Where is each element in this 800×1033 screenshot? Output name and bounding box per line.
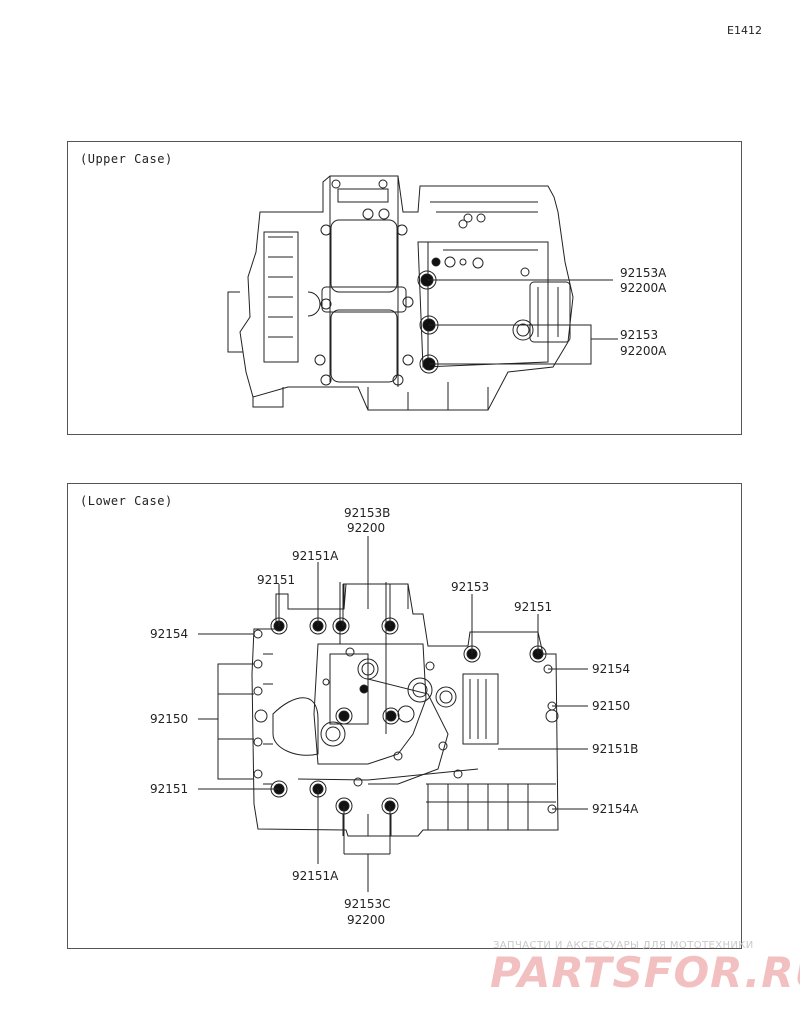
callout-upper-92153: 92153	[620, 328, 658, 342]
callout-lower-92151a-bottom: 92151A	[292, 869, 339, 883]
lower-case-drawing: 92153B 92200 92151A 92151 92154 92150 92…	[150, 506, 639, 927]
lower-bolt-holes	[253, 629, 559, 814]
callout-lower-92154-left: 92154	[150, 627, 188, 641]
callout-lower-92153c: 92153C	[344, 897, 391, 911]
lower-case-panel: (Lower Case)	[67, 483, 742, 949]
callout-lower-92151-left: 92151	[150, 782, 188, 796]
callout-lower-92151b: 92151B	[592, 742, 638, 756]
upper-case-title: (Upper Case)	[80, 152, 173, 166]
callout-lower-92150-left: 92150	[150, 712, 188, 726]
upper-case-panel: (Upper Case)	[67, 141, 742, 435]
callout-lower-92154-right: 92154	[592, 662, 630, 676]
callout-lower-92200-top: 92200	[347, 521, 385, 535]
callout-lower-92153-right: 92153	[451, 580, 489, 594]
callout-lower-92151a-top: 92151A	[292, 549, 339, 563]
callout-lower-92151-right: 92151	[514, 600, 552, 614]
upper-case-drawing: 92153A 92200A 92153 92200A	[227, 175, 667, 411]
lower-crankcase-outline	[217, 582, 559, 837]
lower-leader-lines	[198, 536, 588, 892]
lower-marked-bolts	[270, 617, 547, 815]
callout-lower-92151-top: 92151	[257, 573, 295, 587]
watermark-tagline: ЗАПЧАСТИ И АКСЕССУАРЫ ДЛЯ МОТОТЕХНИКИ	[493, 940, 754, 951]
callout-lower-92153b: 92153B	[344, 506, 390, 520]
upper-leader-lines	[427, 279, 618, 365]
callout-lower-92200-bottom: 92200	[347, 913, 385, 927]
lower-case-title: (Lower Case)	[80, 494, 173, 508]
callout-lower-92154a: 92154A	[592, 802, 639, 816]
page-code: E1412	[727, 24, 762, 37]
callout-lower-92150-right: 92150	[592, 699, 630, 713]
upper-bolt-holes	[314, 179, 534, 386]
watermark-logo: PARTSFOR.RU	[490, 948, 800, 997]
callout-upper-92200a-2: 92200A	[620, 344, 667, 358]
callout-upper-92153a: 92153A	[620, 266, 667, 280]
upper-crankcase-outline	[227, 175, 574, 411]
callout-upper-92200a-1: 92200A	[620, 281, 667, 295]
